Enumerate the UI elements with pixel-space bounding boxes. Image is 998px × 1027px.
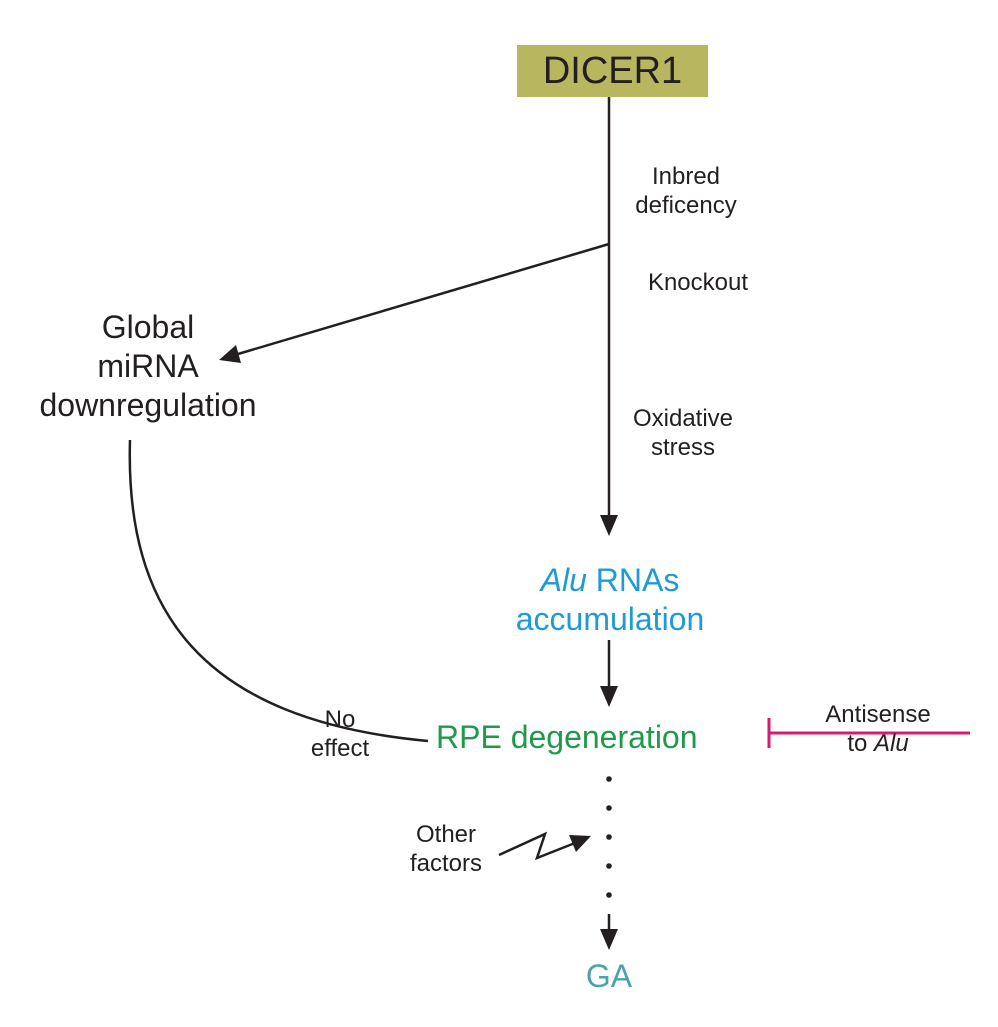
alu-italic: Alu	[540, 562, 587, 598]
alu-to-rpe-arrowhead	[600, 686, 618, 707]
other-factors-label: Other factors	[409, 821, 483, 878]
dot	[606, 892, 612, 898]
dicer-to-alu-arrowhead	[600, 515, 618, 536]
knockout-label: Knockout	[647, 269, 749, 296]
inbred-deficiency-label: Inbred deficency	[635, 163, 737, 220]
ga-label: GA	[585, 958, 633, 994]
dicer-to-mirna-arrow	[237, 242, 610, 356]
antisense-label: Antisense to Alu	[825, 701, 931, 758]
other-factors-arrowhead	[569, 835, 591, 852]
antisense-prefix: to	[847, 730, 874, 758]
dot	[606, 863, 612, 869]
dicer1-box	[517, 45, 708, 97]
no-effect-label: No effect	[310, 706, 370, 763]
dot	[606, 805, 612, 811]
oxidative-stress-label: Oxidative stress	[632, 405, 734, 462]
rpe-degeneration-label: RPE degeneration	[436, 719, 698, 755]
other-factors-lightning	[498, 831, 576, 861]
rpe-to-ga-arrowhead	[600, 929, 618, 950]
alu-accumulation-label: Alu RNAs accumulation	[515, 562, 705, 638]
alu-rest: RNAs	[586, 562, 680, 598]
dot	[606, 834, 612, 840]
dicer-to-mirna-arrowhead	[219, 345, 241, 363]
dicer1-label: DICER1	[542, 50, 683, 92]
antisense-alu-italic: Alu	[874, 730, 909, 758]
dot	[606, 776, 612, 782]
mirna-no-effect-curve	[128, 439, 429, 743]
global-mirna-label: Global miRNA downregulation	[39, 309, 257, 424]
